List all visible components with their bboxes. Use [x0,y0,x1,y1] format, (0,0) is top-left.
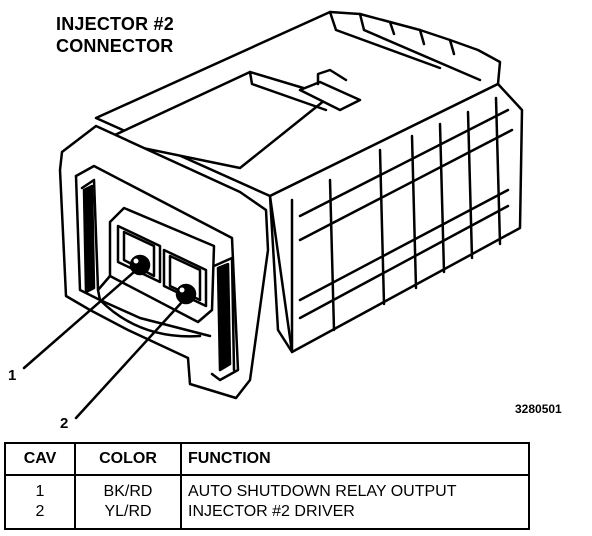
table-header-row: CAV COLOR FUNCTION [4,442,530,476]
terminal-cavity-2 [175,283,197,305]
header-cav: CAV [4,442,76,476]
cell-cav: 1 [4,475,76,502]
cell-color: BK/RD [74,475,182,502]
diagram-title-line-1: INJECTOR #2 [56,14,174,34]
diagram-title-line-2: CONNECTOR [56,36,174,56]
callout-label-2: 2 [60,415,69,432]
figure-id: 3280501 [515,402,562,416]
leader-line-2 [74,300,184,420]
cell-function: INJECTOR #2 DRIVER [180,502,530,530]
cell-cav: 2 [4,502,76,530]
leader-line-1 [22,270,136,370]
cell-color: YL/RD [74,502,182,530]
table-row: 1 BK/RD AUTO SHUTDOWN RELAY OUTPUT [4,475,530,502]
pinout-table: CAV COLOR FUNCTION 1 BK/RD AUTO SHUTDOWN… [4,442,530,530]
terminal-cavity-1 [129,254,151,276]
table-row: 2 YL/RD INJECTOR #2 DRIVER [4,502,530,530]
connector-body-side [268,82,524,354]
callout-label-1: 1 [8,367,17,384]
connector-body-top [94,10,502,198]
cell-function: AUTO SHUTDOWN RELAY OUTPUT [180,475,530,502]
header-function: FUNCTION [180,442,530,476]
leader-lines [22,270,184,420]
header-color: COLOR [74,442,182,476]
connector-illustration [22,10,524,420]
